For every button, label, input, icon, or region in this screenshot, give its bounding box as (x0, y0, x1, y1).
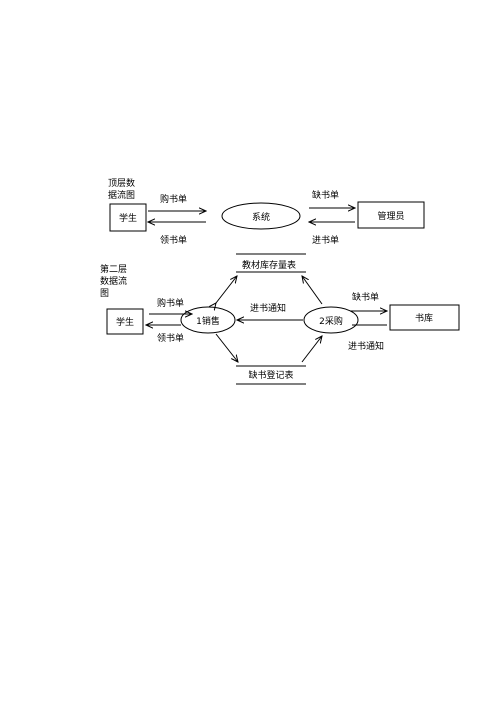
l2-title-line1: 第二层 (100, 263, 127, 275)
top-system-process (221, 202, 301, 230)
top-student-label: 学生 (119, 212, 137, 224)
l2-title-line2: 数据流 (100, 275, 127, 287)
sales-inventory-arrow (216, 276, 237, 303)
l2-shortage-order-label: 缺书单 (352, 291, 379, 303)
purchase-process (303, 306, 359, 334)
l2-receive-order-label: 领书单 (157, 332, 184, 344)
purchase-inventory-arrow (302, 276, 323, 305)
top-admin-label: 管理员 (377, 210, 404, 222)
sales-process (180, 306, 236, 334)
l2-buy-order-label: 购书单 (157, 297, 184, 309)
top-title-line1: 顶层数 (108, 177, 135, 189)
l2-student-entity (106, 308, 144, 335)
top-student-entity (109, 203, 147, 232)
bookstore-label: 书库 (415, 312, 433, 324)
top-buy-order-label: 购书单 (160, 193, 187, 205)
sales-process-label: 1销售 (196, 315, 220, 327)
shortage-purchase-arrow (301, 336, 322, 363)
l2-student-label: 学生 (116, 316, 134, 328)
purchase-process-label: 2采购 (319, 315, 343, 327)
inventory-store-label: 教材库存量表 (242, 259, 296, 271)
top-admin-entity (357, 201, 425, 229)
top-shortage-order-label: 缺书单 (312, 189, 339, 201)
top-system-label: 系统 (252, 211, 270, 223)
l2-title-line3: 图 (100, 288, 109, 299)
top-title-line2: 据流图 (108, 189, 135, 201)
purchase-notice-label: 进书通知 (250, 302, 286, 314)
bookstore-entity (389, 304, 460, 331)
sales-shortage-arrow (215, 333, 238, 362)
top-receive-order-label: 领书单 (160, 234, 187, 246)
shortage-store-label: 缺书登记表 (248, 369, 293, 381)
top-purchase-order-label: 进书单 (312, 234, 339, 246)
l2-purchase-notice-label: 进书通知 (348, 340, 384, 352)
